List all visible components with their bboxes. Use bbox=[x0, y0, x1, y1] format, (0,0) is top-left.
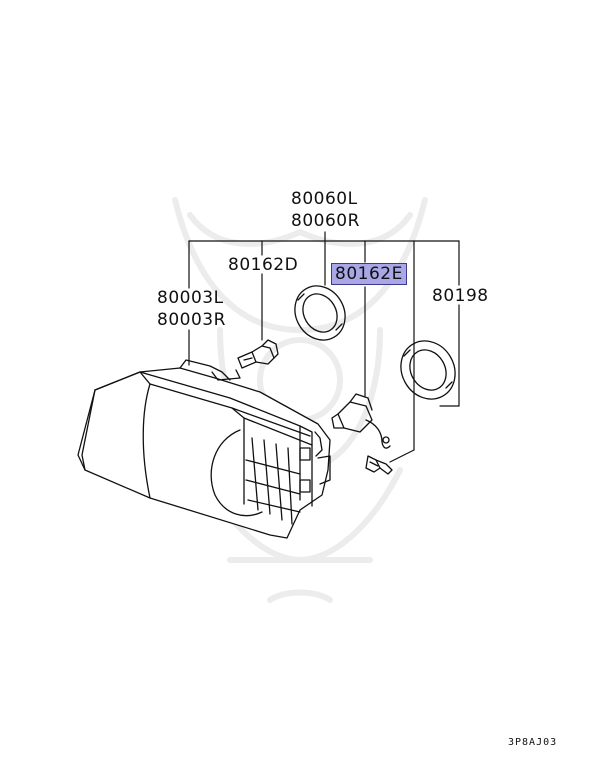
headlamp-assembly bbox=[77, 359, 331, 539]
part-label-80003r: 80003R bbox=[157, 310, 226, 330]
leader-lines bbox=[188, 231, 460, 463]
bulb-80162e bbox=[331, 393, 391, 449]
part-label-80003l: 80003L bbox=[157, 288, 224, 308]
grommet-ring-80060 bbox=[294, 285, 346, 341]
part-label-80162e-highlighted[interactable]: 80162E bbox=[331, 263, 407, 285]
part-label-80162d: 80162D bbox=[228, 255, 299, 275]
seal-ring-80198 bbox=[400, 340, 456, 400]
part-label-80060r: 80060R bbox=[291, 211, 360, 231]
screw bbox=[365, 455, 393, 475]
part-label-80198: 80198 bbox=[432, 286, 489, 306]
diagram-code: 3P8AJ03 bbox=[508, 737, 558, 748]
bulb-80162d bbox=[237, 339, 279, 369]
part-label-80060l: 80060L bbox=[291, 189, 358, 209]
